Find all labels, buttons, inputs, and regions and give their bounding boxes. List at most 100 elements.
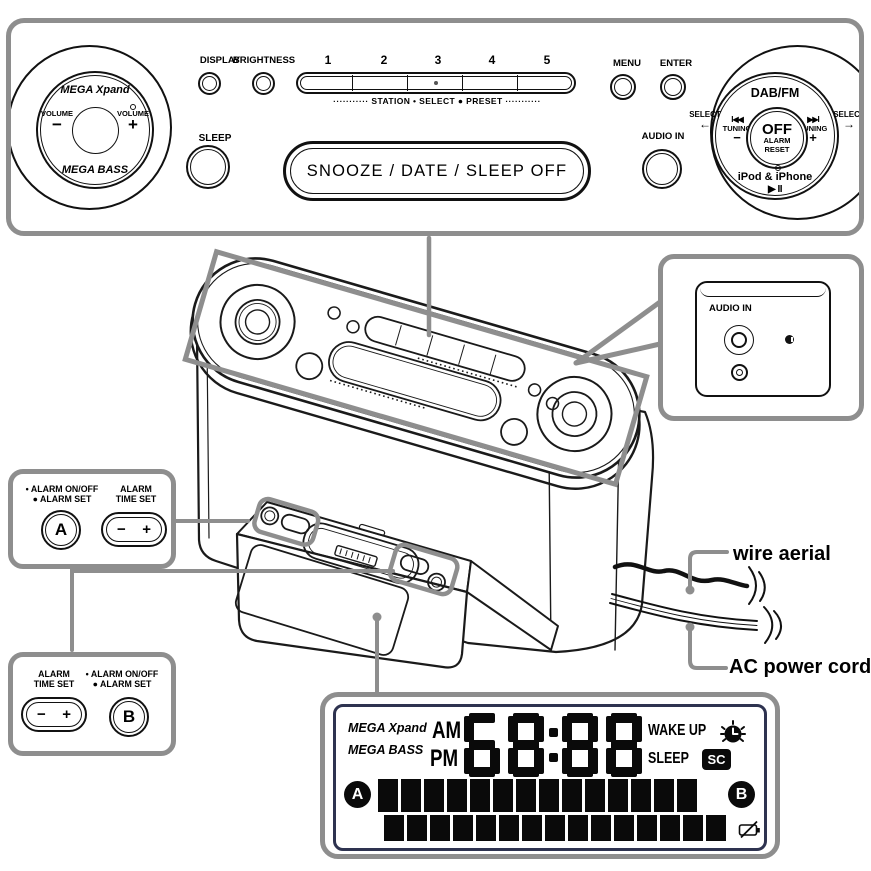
- leader-audio-in-upper: [573, 299, 663, 366]
- preset-number-4: 4: [488, 53, 496, 67]
- select-left-arrow-icon: ←: [699, 116, 711, 131]
- menu-button[interactable]: [610, 74, 636, 100]
- lcd-char-block: [608, 779, 628, 812]
- leader-wire-aerial: [688, 550, 729, 588]
- alarm-clock-icon: [720, 720, 746, 743]
- preset-divider: [462, 75, 464, 91]
- lcd-char-block: [706, 815, 726, 841]
- dock-alarm-b-buttons[interactable]: [387, 542, 460, 597]
- jog-control[interactable]: DAB/FM I◀◀ TUNING − ▶▶I TUNING + OFF ALA…: [711, 72, 839, 200]
- lcd-char-block: [470, 779, 490, 812]
- lcd-char-block: [424, 779, 444, 812]
- leader-ac-cord: [688, 629, 728, 670]
- station-select-preset-caption: ··········· STATION • SELECT ● PRESET ··…: [333, 96, 541, 106]
- alarm-b-timeset-buttons[interactable]: − +: [21, 697, 87, 732]
- select-left[interactable]: SELECT ←: [685, 110, 725, 131]
- display-callout: MEGA Xpand MEGA BASS AM PM WAKE UP SLEEP…: [320, 692, 780, 859]
- lcd-char-block: [401, 779, 421, 812]
- leader-audio-in-lower: [573, 341, 663, 366]
- alarm-b-timeset-label: ALARM TIME SET: [33, 669, 75, 689]
- lcd-char-block: [614, 815, 634, 841]
- seven-segment-digit: [562, 713, 598, 777]
- menu-label: MENU: [613, 58, 641, 69]
- top-panel-diagram: MEGA Xpand VOLUME − VOLUME + MEGA BASS D…: [6, 18, 864, 236]
- leader-lines: [70, 235, 729, 694]
- lcd-char-block: [591, 815, 611, 841]
- speaker-ring-left: [11, 45, 172, 210]
- preset-number-3: 3: [434, 53, 442, 67]
- lcd-char-block: [516, 779, 536, 812]
- tactile-dot: [434, 81, 438, 85]
- dock-alarm-a-buttons[interactable]: [252, 496, 321, 547]
- alarm-a-highlight: [252, 496, 321, 547]
- audio-in-callout: AUDIO IN: [658, 254, 864, 421]
- lcd-char-block: [522, 815, 542, 841]
- alarm-b-onoff-label: • ALARM ON/OFF ● ALARM SET: [85, 669, 159, 689]
- lcd-mega-bass: MEGA BASS: [348, 743, 424, 757]
- time-colon: [549, 713, 559, 777]
- wire-aerial-label: wire aerial: [733, 543, 831, 565]
- device-top-face: [182, 248, 650, 490]
- audio-in-jack[interactable]: [724, 325, 754, 355]
- lcd-char-block: [660, 815, 680, 841]
- lcd-char-block: [677, 779, 697, 812]
- seven-segment-digit: [464, 713, 500, 777]
- plus-button[interactable]: +: [62, 706, 71, 723]
- lcd-char-block: [562, 779, 582, 812]
- lcd-char-block: [683, 815, 703, 841]
- brightness-label: BRIGHTNESS: [232, 55, 296, 66]
- lcd-char-block: [378, 779, 398, 812]
- lcd-char-block: [499, 815, 519, 841]
- alarm-a-button[interactable]: A: [41, 510, 81, 550]
- plus-button[interactable]: +: [142, 521, 151, 538]
- lcd-char-block: [447, 779, 467, 812]
- front-display-window: [234, 544, 410, 656]
- audio-in-button[interactable]: [642, 149, 682, 189]
- ac-power-cord-label: AC power cord: [729, 656, 871, 678]
- battery-crossed-icon: [738, 820, 760, 839]
- lcd-char-block: [493, 779, 513, 812]
- top-panel-highlight: [182, 248, 650, 488]
- display-label: DISPLAY: [199, 55, 241, 66]
- top-button-dot: [346, 320, 360, 334]
- top-button-dot: [327, 306, 341, 320]
- top-button-dot: [527, 383, 542, 397]
- snooze-label: SNOOZE / DATE / SLEEP OFF: [306, 161, 568, 180]
- minus-button[interactable]: −: [117, 521, 126, 538]
- wire-aerial-art: [612, 562, 766, 605]
- volume-knob[interactable]: MEGA Xpand VOLUME − VOLUME + MEGA BASS: [36, 71, 154, 189]
- lcd-alarm-b-indicator: B: [728, 781, 755, 808]
- dock-connector: [334, 545, 378, 567]
- display-button[interactable]: [198, 72, 221, 95]
- preset-divider: [517, 75, 519, 91]
- top-audio-in-button: [500, 417, 528, 446]
- seven-segment-digit: [606, 713, 642, 777]
- ipod-dock: [234, 496, 559, 669]
- enter-button[interactable]: [660, 74, 686, 100]
- lcd-sc-badge: SC: [702, 749, 731, 770]
- lcd-char-block: [637, 815, 657, 841]
- sleep-button[interactable]: [186, 145, 230, 189]
- alarm-a-timeset-buttons[interactable]: − +: [101, 512, 167, 547]
- top-speaker-right: [536, 376, 613, 453]
- lcd-text-row-1: [378, 779, 700, 812]
- lcd-char-block: [407, 815, 427, 841]
- minus-button[interactable]: −: [37, 706, 46, 723]
- preset-buttons[interactable]: [296, 72, 576, 94]
- preset-number-1: 1: [324, 53, 332, 67]
- audio-in-jack-small[interactable]: [731, 364, 748, 381]
- snooze-date-sleepoff-button[interactable]: SNOOZE / DATE / SLEEP OFF: [283, 141, 591, 201]
- top-button-dot: [545, 396, 560, 411]
- select-right[interactable]: SELECT →: [829, 110, 859, 130]
- lcd-am: AM: [432, 717, 462, 744]
- alarm-a-onoff-label: • ALARM ON/OFF ● ALARM SET: [25, 484, 99, 504]
- alarm-b-button[interactable]: B: [109, 697, 149, 737]
- lcd-char-block: [539, 779, 559, 812]
- lcd-alarm-a-indicator: A: [344, 781, 371, 808]
- audio-in-marker-dot: [785, 335, 794, 344]
- preset-number-2: 2: [380, 53, 388, 67]
- top-snooze-bar: [328, 341, 502, 422]
- brightness-button[interactable]: [252, 72, 275, 95]
- lcd-char-block: [585, 779, 605, 812]
